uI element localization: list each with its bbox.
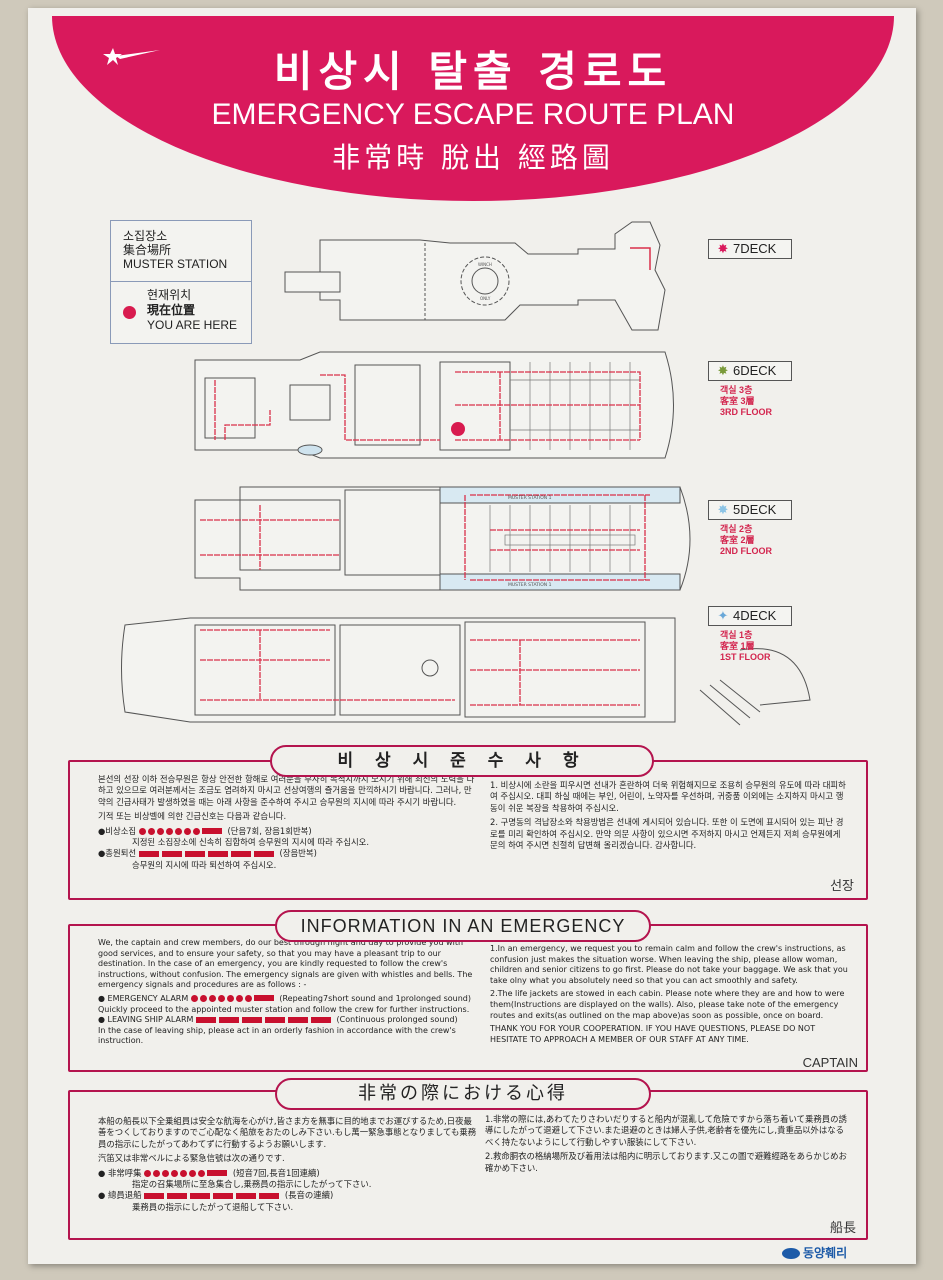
title-chinese: 非常時 脫出 經路圖	[332, 141, 614, 174]
legend-muster-cn: 集合場所	[123, 243, 172, 257]
company-logo-icon	[782, 1248, 800, 1259]
long-signal-bars	[144, 1190, 282, 1200]
deck-plans: WINCH ONLY MUSTER STATION 1 MUSTER STATI…	[121, 221, 811, 726]
header-banner: 비상시 탈출 경로도 EMERGENCY ESCAPE ROUTE PLAN 非…	[52, 16, 894, 201]
legend-muster-station: 소집장소 集合場所 MUSTER STATION	[111, 221, 251, 282]
legend: 소집장소 集合場所 MUSTER STATION 현재위치 現在位置 YOU A…	[110, 220, 252, 344]
korean-title: 비 상 시 준 수 사 항	[270, 745, 654, 777]
long-signal-bars	[138, 848, 277, 858]
captain-signature-en: CAPTAIN	[802, 1055, 858, 1070]
deck-6-plan	[194, 351, 674, 459]
company-name: 동양훼리	[803, 1246, 848, 1260]
legend-here-cn: 現在位置	[147, 303, 196, 317]
star-icon: ✦	[717, 608, 729, 623]
deck-label-7: ✸7DECK	[708, 239, 792, 259]
legend-you-are-here: 현재위치 現在位置 YOU ARE HERE	[111, 282, 251, 343]
only-label: ONLY	[480, 296, 491, 301]
short-signal-bars	[190, 994, 277, 1003]
you-are-here-dot-icon	[123, 306, 136, 319]
deck-4-plan	[121, 617, 811, 726]
english-title: INFORMATION IN AN EMERGENCY	[275, 910, 651, 942]
legend-muster-en: MUSTER STATION	[123, 257, 228, 271]
star-icon: ✸	[717, 502, 729, 517]
muster-station-label-top: MUSTER STATION 1	[508, 495, 552, 501]
title-english: EMERGENCY ESCAPE ROUTE PLAN	[211, 98, 735, 131]
you-are-here-marker	[451, 422, 465, 436]
company-star-logo	[103, 48, 160, 65]
muster-station-label-bottom: MUSTER STATION 1	[508, 582, 552, 588]
captain-signature-ko: 선장	[830, 879, 854, 894]
deck-7-plan: WINCH ONLY	[284, 221, 666, 331]
star-icon: ✸	[717, 241, 729, 256]
japanese-title: 非常の際における心得	[275, 1078, 651, 1110]
deck-5-plan: MUSTER STATION 1 MUSTER STATION 1	[194, 486, 691, 591]
winch-label: WINCH	[478, 262, 492, 267]
english-notice: We, the captain and crew members, do our…	[68, 924, 868, 1072]
legend-muster-ko: 소집장소	[123, 229, 168, 243]
legend-here-ko: 현재위치	[147, 288, 192, 302]
company-logo: 동양훼리	[782, 1244, 847, 1261]
legend-here-en: YOU ARE HERE	[147, 318, 238, 332]
captain-signature-ja: 船長	[829, 1221, 856, 1236]
title-korean: 비상시 탈출 경로도	[273, 47, 673, 96]
short-signal-bars	[138, 826, 225, 836]
japanese-notice: 本船の船長以下全乗組員は安全な航海を心がけ,皆さま方を無事に目的地までお運びする…	[68, 1090, 868, 1240]
korean-notice: 본선의 선장 이하 전승무원은 항상 안전한 항해로 여러분을 무사히 목적지까…	[68, 760, 868, 900]
long-signal-bars	[195, 1015, 334, 1024]
short-signal-bars	[144, 1168, 230, 1178]
star-icon: ✸	[717, 363, 729, 378]
